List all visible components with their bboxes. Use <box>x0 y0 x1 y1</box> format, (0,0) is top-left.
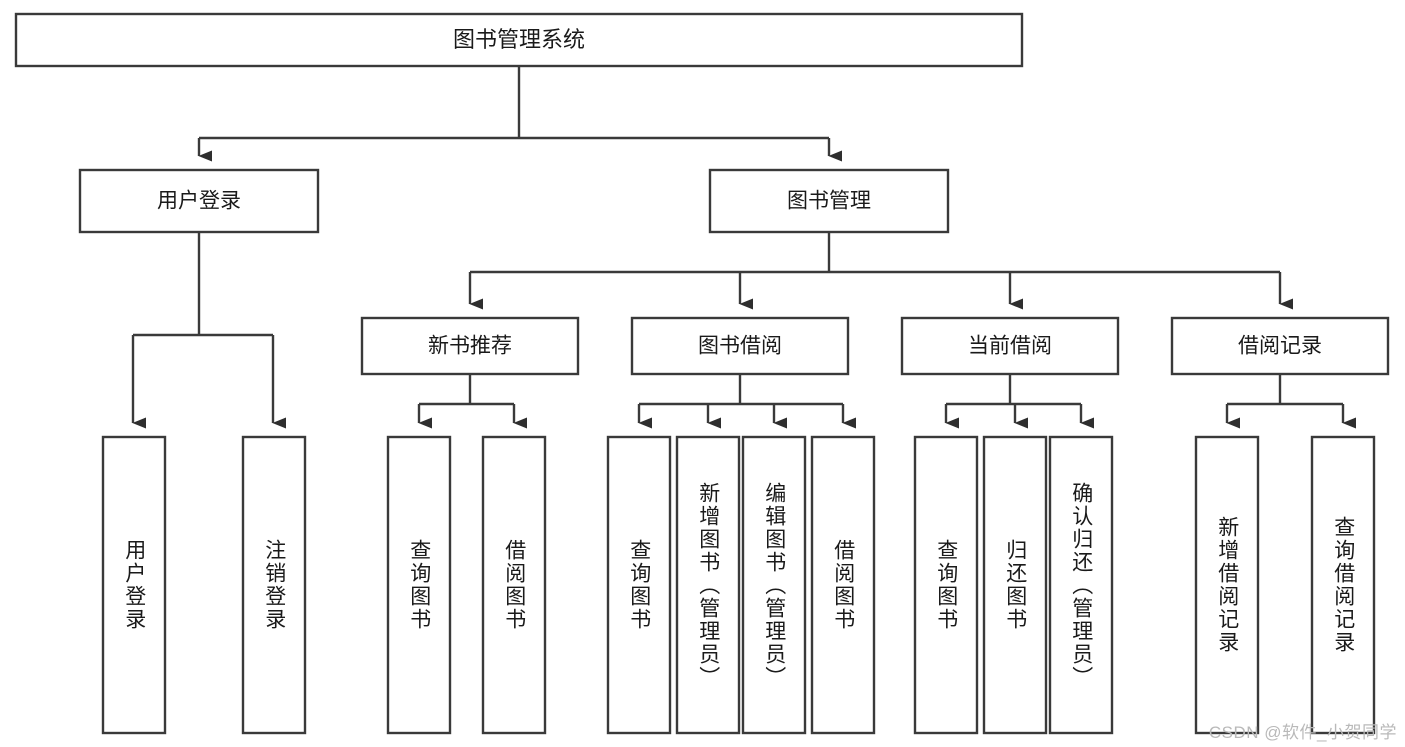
node-book-borrow-label: 图书借阅 <box>698 335 782 358</box>
node-borrow-record-label: 借阅记录 <box>1238 335 1322 358</box>
node-layer: 图书管理系统 用户登录 图书管理 新书推荐 图书借阅 当前 <box>14 12 1390 735</box>
node-leaf-borrow-book-2-box[interactable] <box>810 435 876 735</box>
node-new-book-rec-box[interactable] <box>360 316 580 376</box>
node-leaf-query-book-2-box[interactable] <box>606 435 672 735</box>
node-borrow-record-box[interactable] <box>1170 316 1390 376</box>
node-current-borrow[interactable]: 当前借阅 <box>900 316 1120 376</box>
node-borrow-record[interactable]: 借阅记录 <box>1170 316 1390 376</box>
connector-layer <box>131 66 1356 429</box>
node-leaf-add-record-box[interactable] <box>1194 435 1260 735</box>
node-leaf-add-book-box[interactable] <box>675 435 741 735</box>
node-root-box[interactable] <box>14 12 1024 68</box>
node-new-book-rec[interactable]: 新书推荐 <box>360 316 580 376</box>
node-current-borrow-box[interactable] <box>900 316 1120 376</box>
node-leaf-borrow-book-1-box[interactable] <box>481 435 547 735</box>
node-leaf-edit-book-box[interactable] <box>741 435 807 735</box>
node-book-manage-label: 图书管理 <box>787 190 871 213</box>
node-leaf-user-logout-box[interactable] <box>241 435 307 735</box>
watermark-text: CSDN @软件_小贺同学 <box>1208 723 1397 742</box>
node-book-borrow-box[interactable] <box>630 316 850 376</box>
node-user-login-box[interactable] <box>78 168 320 234</box>
node-book-manage-box[interactable] <box>708 168 950 234</box>
node-book-manage[interactable]: 图书管理 <box>708 168 950 234</box>
node-leaf-user-login-box[interactable] <box>101 435 167 735</box>
node-current-borrow-label: 当前借阅 <box>968 335 1052 358</box>
node-root-label: 图书管理系统 <box>453 27 585 52</box>
node-book-borrow[interactable]: 图书借阅 <box>630 316 850 376</box>
node-user-login-label: 用户登录 <box>157 190 241 213</box>
node-leaf-return-book-box[interactable] <box>982 435 1048 735</box>
node-leaf-confirm-return-box[interactable] <box>1048 435 1114 735</box>
node-user-login[interactable]: 用户登录 <box>78 168 320 234</box>
node-root[interactable]: 图书管理系统 <box>14 12 1024 68</box>
node-new-book-rec-label: 新书推荐 <box>428 335 512 358</box>
node-leaf-query-book-1-box[interactable] <box>386 435 452 735</box>
node-leaf-query-book-3-box[interactable] <box>913 435 979 735</box>
node-leaf-query-record-box[interactable] <box>1310 435 1376 735</box>
